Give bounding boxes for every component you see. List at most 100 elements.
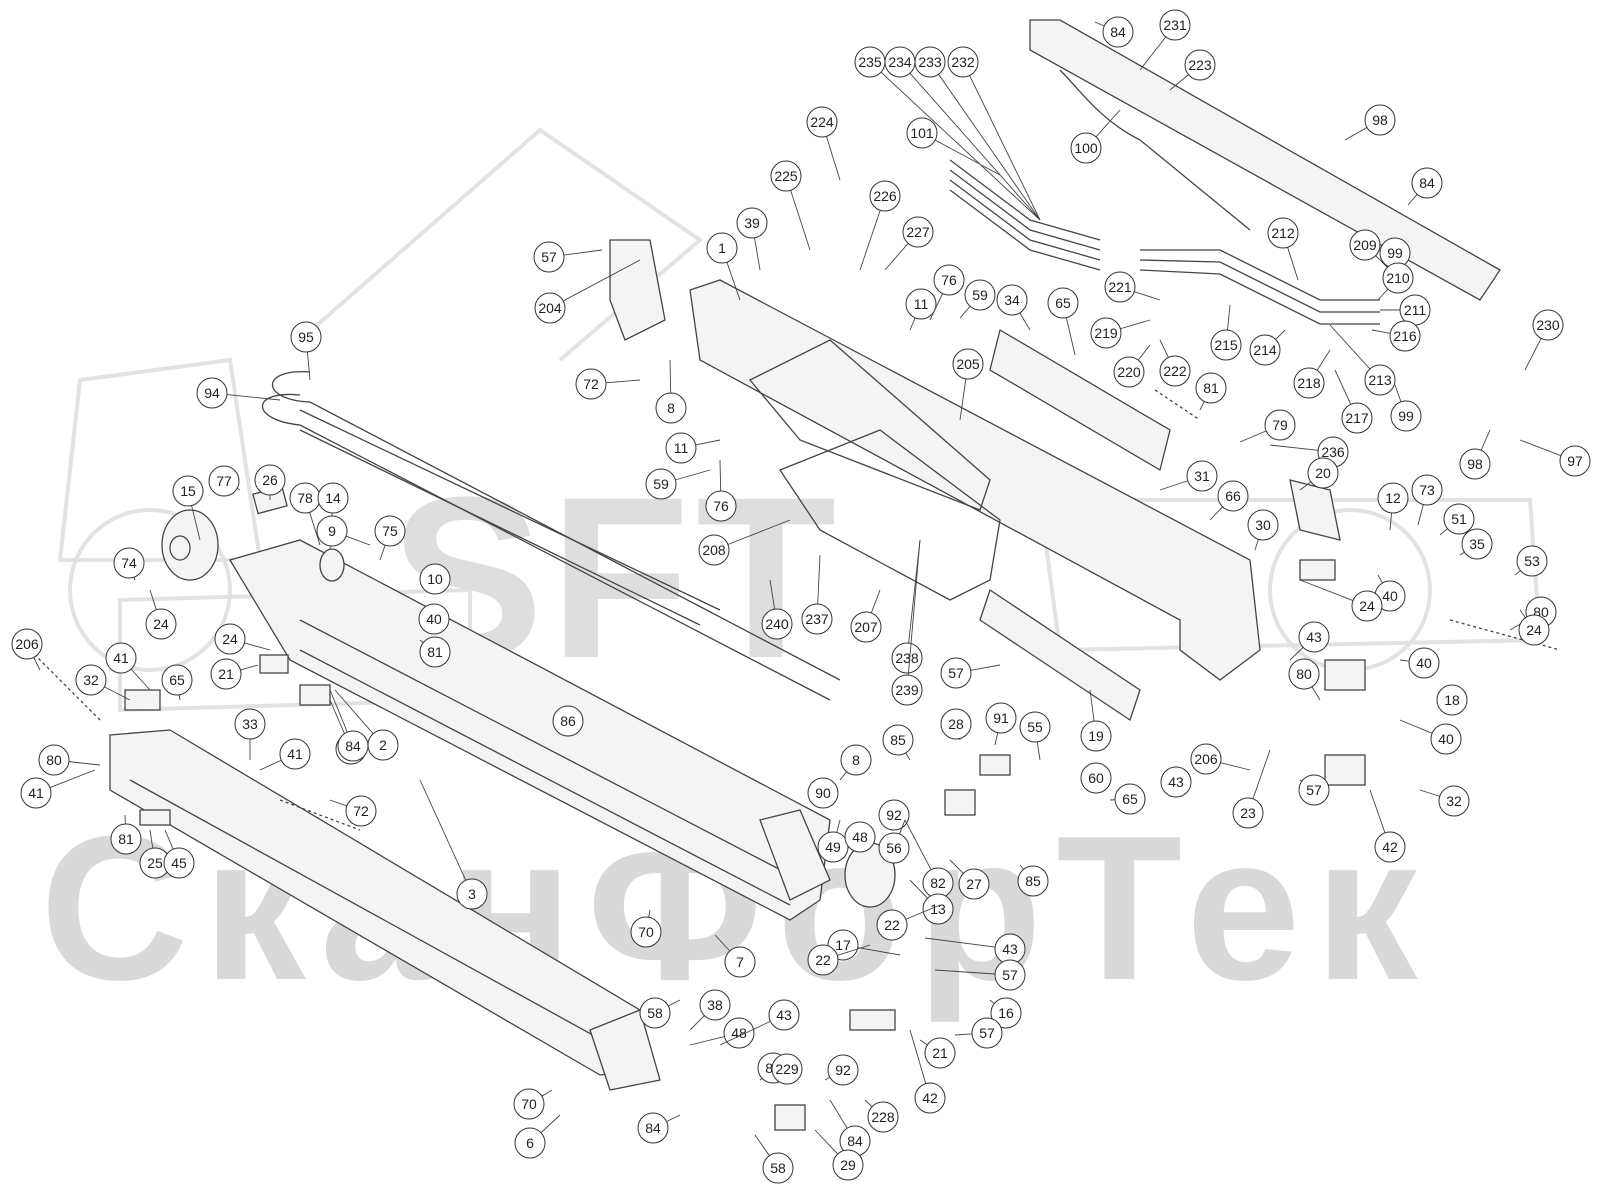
callout-circle <box>1377 482 1409 514</box>
callout-circle <box>914 46 946 78</box>
callout-number: 59 <box>972 287 988 303</box>
leader-line <box>754 1134 770 1156</box>
leader-line <box>909 72 1041 221</box>
callout-35: 35 <box>1461 528 1493 560</box>
callout-circle <box>110 823 142 855</box>
callout-number: 92 <box>886 807 902 823</box>
callout-number: 34 <box>1004 292 1020 308</box>
callout-circle <box>994 959 1026 991</box>
callout-217: 217 <box>1341 402 1373 434</box>
callout-number: 238 <box>895 650 919 666</box>
callout-number: 233 <box>918 54 942 70</box>
callout-circle <box>1186 460 1218 492</box>
leader-line <box>1334 369 1352 405</box>
leader-line <box>836 819 841 833</box>
callout-number: 1 <box>718 240 726 256</box>
callout-number: 101 <box>910 125 934 141</box>
callout-45: 45 <box>163 847 195 879</box>
callout-circle <box>419 563 451 595</box>
cover-plate-33 <box>979 588 1141 722</box>
callout-circle <box>933 264 965 296</box>
callout-number: 234 <box>888 54 912 70</box>
leader-line <box>1019 864 1024 870</box>
leader-line <box>1227 304 1231 331</box>
callout-number: 222 <box>1163 363 1187 379</box>
leader-line <box>149 829 154 849</box>
leader-line <box>919 1039 928 1046</box>
leader-line <box>1199 401 1205 411</box>
leader-line <box>1239 430 1267 443</box>
callout-number: 21 <box>932 1045 948 1061</box>
callout-number: 221 <box>1108 279 1132 295</box>
callout-65: 65 <box>1114 783 1146 815</box>
leader-line <box>1287 247 1299 281</box>
callout-90: 90 <box>807 777 839 809</box>
callout-circle <box>1341 402 1373 434</box>
callout-circle <box>234 708 266 740</box>
leader-line <box>1137 344 1151 361</box>
callout-number: 42 <box>922 1090 938 1106</box>
leader-line <box>954 1033 973 1036</box>
callout-number: 10 <box>427 571 443 587</box>
callout-circle <box>1349 229 1381 261</box>
leader-line <box>1329 324 1371 370</box>
callout-number: 227 <box>906 224 930 240</box>
callout-number: 206 <box>15 636 39 652</box>
callout-41: 41 <box>20 777 52 809</box>
callout-227: 227 <box>902 216 934 248</box>
callout-98: 98 <box>1459 448 1491 480</box>
callout-number: 99 <box>1387 245 1403 261</box>
callout-232: 232 <box>947 46 979 78</box>
leader-line <box>938 74 1041 221</box>
callout-number: 8 <box>852 752 860 768</box>
callout-226: 226 <box>869 180 901 212</box>
leader-line <box>669 359 672 394</box>
callout-circle <box>768 999 800 1031</box>
leader-line <box>839 771 847 781</box>
hose-94 <box>261 393 831 701</box>
callout-number: 56 <box>886 840 902 856</box>
callout-circle <box>902 216 934 248</box>
callout-circle <box>456 878 488 910</box>
callout-number: 85 <box>890 732 906 748</box>
leader-line <box>1159 339 1169 358</box>
callout-circle <box>867 1101 899 1133</box>
callout-circle <box>801 603 833 635</box>
callout-number: 7 <box>736 954 744 970</box>
callout-66: 66 <box>1217 480 1249 512</box>
parts-drawing <box>29 19 1561 1131</box>
callout-40: 40 <box>1374 580 1406 612</box>
leader-line <box>1209 506 1223 521</box>
leader-line <box>329 689 348 733</box>
callout-circle <box>337 730 369 762</box>
callout-number: 213 <box>1368 372 1392 388</box>
callout-12: 12 <box>1377 482 1409 514</box>
callout-number: 41 <box>287 746 303 762</box>
callout-240: 240 <box>761 608 793 640</box>
callout-59: 59 <box>645 468 677 500</box>
leader-line <box>419 779 467 881</box>
callout-number: 57 <box>541 249 557 265</box>
leader-line <box>33 657 41 671</box>
callout-circle <box>1190 743 1222 775</box>
callout-circle <box>705 490 737 522</box>
leader-line <box>1120 319 1151 330</box>
callout-number: 33 <box>242 716 258 732</box>
leader-line <box>1089 689 1095 722</box>
leader-line <box>1417 504 1424 526</box>
callout-circle <box>699 989 731 1021</box>
callout-number: 205 <box>956 356 980 372</box>
callout-number: 79 <box>1272 417 1288 433</box>
callout-number: 16 <box>998 1005 1014 1021</box>
callout-circle <box>1559 445 1591 477</box>
callout-60: 60 <box>1080 762 1112 794</box>
callout-number: 84 <box>847 1133 863 1149</box>
leader-line <box>1019 312 1031 331</box>
callout-circle <box>882 724 914 756</box>
callout-circle <box>807 777 839 809</box>
callout-19: 19 <box>1080 720 1112 752</box>
leader-line <box>837 944 871 956</box>
callout-circle <box>1459 448 1491 480</box>
leader-line <box>1389 512 1393 531</box>
